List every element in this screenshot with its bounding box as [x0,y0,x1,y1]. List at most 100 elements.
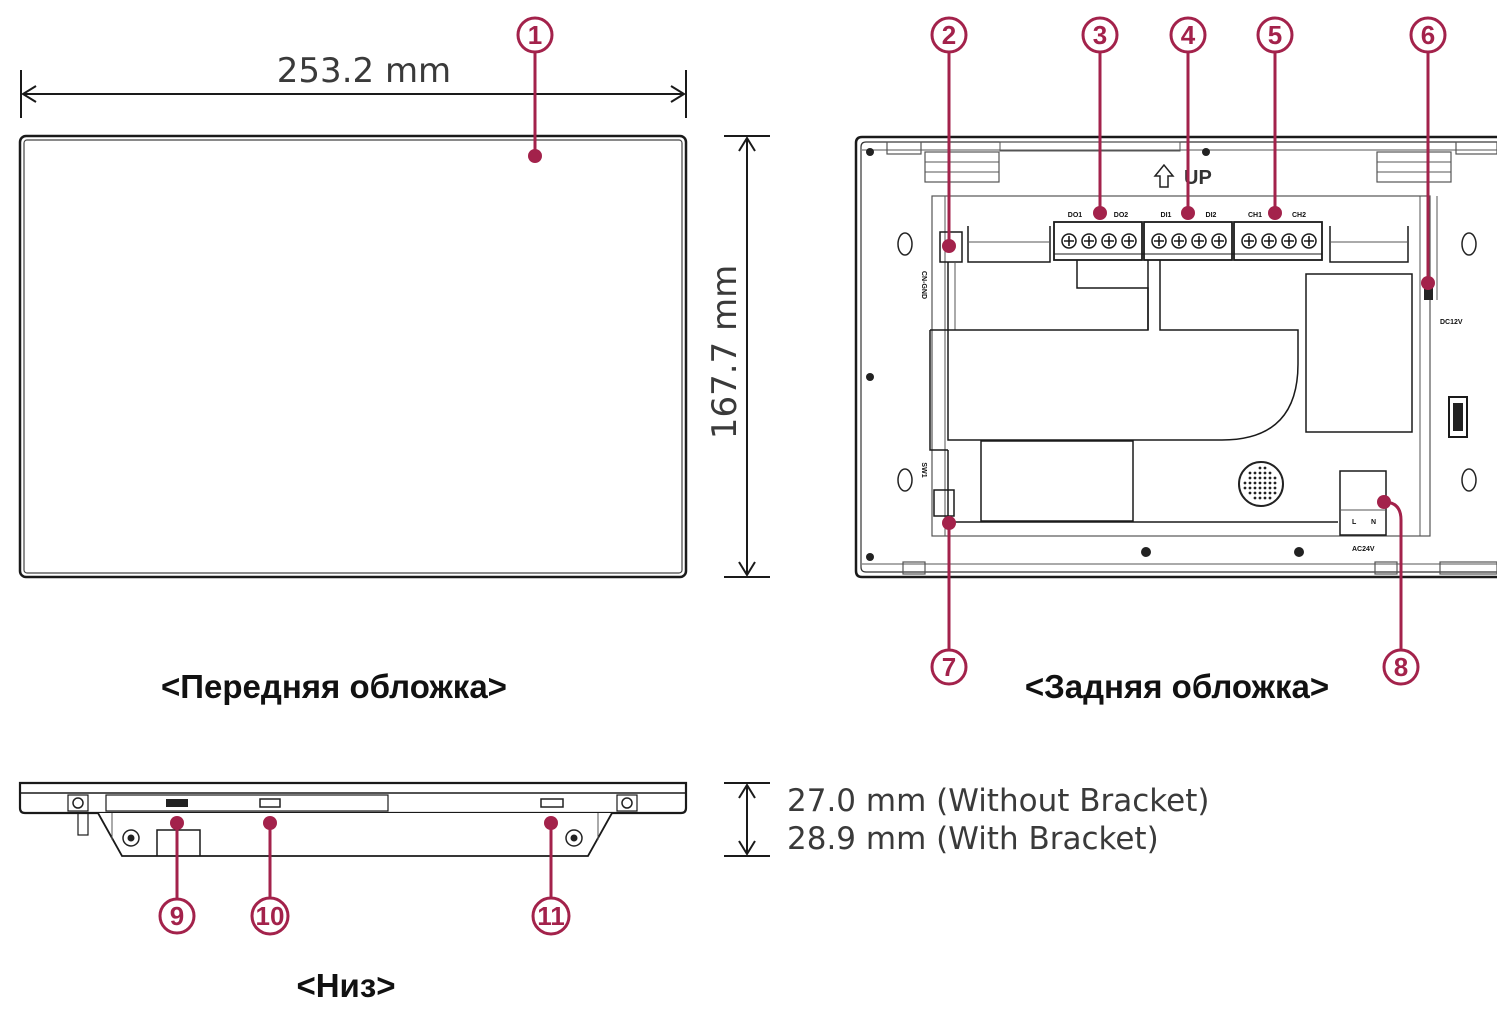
speaker-hole [1248,486,1252,490]
back-housing-outer [854,135,1497,579]
mounting-bracket [97,812,613,857]
depth-label-with-bracket: 28.9 mm (With Bracket) [787,821,1159,857]
screw-icon [621,797,633,809]
screw-icon [1141,547,1151,557]
speaker-hole [1263,476,1267,480]
terminal-blocks [1053,221,1323,261]
usb-port-icon [166,799,188,807]
callout-4: 4 [1169,16,1207,54]
terminal-label: DO2 [1114,212,1129,219]
speaker-hole [1273,481,1277,485]
bottom-panel [18,781,688,815]
front-caption: <Передняя обложка> [161,668,507,705]
callout-1: 1 [516,16,554,54]
speaker-hole [1258,496,1262,500]
up-label: UP [1184,167,1212,189]
mounting-hole [897,232,913,256]
ribbon-cable [930,260,1299,441]
speaker-hole [1253,476,1257,480]
speaker-hole [1263,466,1267,470]
power-module [1305,273,1413,433]
speaker-hole [1273,486,1277,490]
callout-11: 11 [531,896,571,936]
speaker-hole [1273,476,1277,480]
bottom-caption: <Низ> [296,967,395,1004]
speaker-hole [1268,486,1272,490]
speaker-hole [1268,496,1272,500]
callout-number: 7 [942,652,956,682]
callout-number: 5 [1268,20,1282,50]
height-arrow-top [738,136,756,152]
right-bracket [1329,226,1409,263]
speaker-grille [1243,466,1277,500]
speaker-hole [1258,471,1262,475]
front-panel [18,134,688,579]
front-panel-inner-edge [23,139,683,574]
screw-icon [1202,148,1210,156]
speaker-hole [1258,466,1262,470]
speaker-hole [1258,491,1262,495]
top-rail [999,141,1181,152]
height-arrow-bottom [738,561,756,577]
mounting-hole [1461,232,1477,256]
back-caption: <Задняя обложка> [1025,668,1329,705]
speaker-hole [1258,476,1262,480]
callout-number: 1 [528,20,542,50]
width-arrow-right [670,85,686,103]
switch-label: SW1 [920,462,927,477]
callout-number: 9 [170,901,184,931]
speaker-hole [1253,496,1257,500]
switch-block [933,489,955,517]
speaker-hole [1263,491,1267,495]
speaker-hole [1248,491,1252,495]
back-housing-rim [860,141,1497,573]
dc-label: DC12V [1440,319,1463,326]
callout-7: 7 [930,648,968,686]
speaker-hole [1253,471,1257,475]
speaker-hole [1263,471,1267,475]
left-connector-label: CN-GND [920,271,927,299]
screw-icon [72,797,84,809]
ac-label: AC24V [1352,546,1375,553]
speaker-hole [1268,476,1272,480]
terminal-label: CH1 [1248,212,1262,219]
speaker-hole [1273,491,1277,495]
lower-module [980,440,1134,522]
speaker-hole [1248,481,1252,485]
width-arrow-left [21,85,37,103]
callout-8: 8 [1382,648,1420,686]
left-bracket [967,226,1051,263]
terminal-label: DI2 [1206,212,1217,219]
callout-number: 10 [256,901,285,931]
side-switch [1448,396,1468,438]
speaker-hole [1243,486,1247,490]
dc-connector [1424,280,1433,300]
speaker-hole [1263,496,1267,500]
speaker-hole [1258,481,1262,485]
callout-number: 2 [942,20,956,50]
screw-icon [866,148,874,156]
speaker-hole [1253,481,1257,485]
top-latch-left [924,151,1000,183]
screw-icon [1294,547,1304,557]
left-connector [939,231,963,263]
terminal-label: DI1 [1161,212,1172,219]
bottom-view: 27.0 mm (Without Bracket) 28.9 mm (With … [18,781,1209,1004]
up-arrow-icon [1153,163,1175,188]
callout-number: 11 [537,901,565,931]
speaker-hole [1243,481,1247,485]
callout-number: 6 [1421,20,1435,50]
port-icon [259,798,281,808]
callout-10: 10 [250,896,290,936]
ac-l-label: L [1352,519,1357,526]
inner-frame [931,195,1431,537]
ac-n-label: N [1371,519,1376,526]
mounting-hole [897,468,913,492]
speaker-hole [1248,476,1252,480]
callout-3: 3 [1081,16,1119,54]
speaker-hole [1268,471,1272,475]
callout-dots [170,149,1435,830]
callout-2: 2 [930,16,968,54]
top-latch-right [1376,151,1452,183]
